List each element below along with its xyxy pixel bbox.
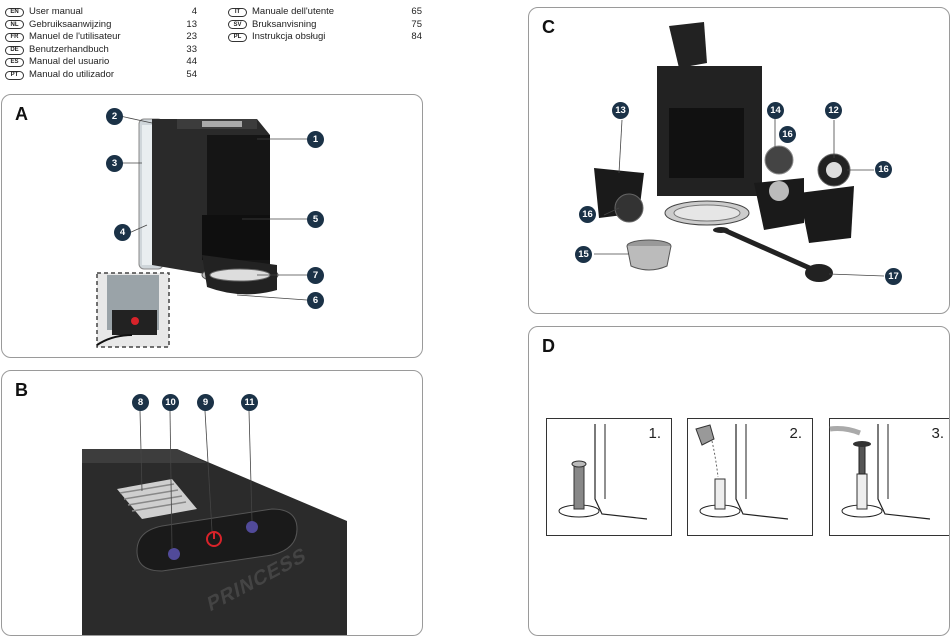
lang-row-pt: PT Manual do utilizador 54 — [5, 69, 197, 82]
step-3-illustration — [829, 424, 931, 520]
lang-page: 75 — [411, 18, 422, 30]
callout-9: 9 — [197, 394, 214, 411]
step-1-illustration — [558, 424, 648, 520]
lang-code-badge: ES — [5, 58, 24, 68]
callout-1: 1 — [307, 131, 324, 148]
step-number: 3. — [931, 425, 944, 442]
callout-17: 17 — [885, 268, 902, 285]
lang-name: Gebruiksaanwijzing — [29, 18, 112, 30]
panel-letter: B — [15, 380, 28, 400]
lang-name: Instrukcja obsługi — [252, 31, 326, 43]
language-list-right: IT Manuale dell'utente 65 SV Bruksanvisning… — [228, 6, 422, 44]
step-number: 1. — [648, 425, 661, 442]
step-3-frame: 3. — [829, 418, 949, 536]
panel-d: D 1. 2. 3. — [528, 326, 950, 636]
lang-code-badge: NL — [5, 20, 24, 30]
lang-code-badge: EN — [5, 7, 24, 17]
coffee-machine-illustration — [96, 115, 308, 348]
lang-code-badge: PL — [228, 32, 247, 42]
lang-name: Manual do utilizador — [29, 68, 115, 80]
control-panel-illustration — [82, 410, 347, 635]
callout-15: 15 — [575, 246, 592, 263]
callout-4: 4 — [114, 224, 131, 241]
panel-letter: D — [542, 336, 555, 356]
lang-row-en: EN User manual 4 — [5, 6, 197, 19]
lang-page: 65 — [411, 6, 422, 17]
callout-11: 11 — [241, 394, 258, 411]
callout-13: 13 — [612, 102, 629, 119]
callout-6: 6 — [307, 292, 324, 309]
callout-14: 14 — [767, 102, 784, 119]
lang-code-badge: IT — [228, 7, 247, 17]
lang-row-sv: SV Bruksanvisning 75 — [228, 19, 422, 32]
callout-16: 16 — [875, 161, 892, 178]
language-list-left: EN User manual 4 NL Gebruiksaanwijzing 13 FR… — [5, 6, 197, 82]
lang-page: 84 — [411, 31, 422, 43]
panel-letter: A — [15, 104, 28, 124]
callout-8: 8 — [132, 394, 149, 411]
lang-page: 13 — [186, 18, 197, 30]
lang-name: Manuel de l'utilisateur — [29, 31, 121, 43]
step-number: 2. — [789, 425, 802, 442]
callout-16: 16 — [779, 126, 796, 143]
callout-3: 3 — [106, 155, 123, 172]
lang-row-it: IT Manuale dell'utente 65 — [228, 6, 422, 19]
callout-5: 5 — [307, 211, 324, 228]
step-2-illustration — [695, 424, 789, 520]
lang-row-es: ES Manual del usuario 44 — [5, 56, 197, 69]
lang-code-badge: PT — [5, 70, 24, 80]
lang-page: 23 — [186, 31, 197, 43]
lang-page: 4 — [191, 6, 197, 17]
callout-16: 16 — [579, 206, 596, 223]
panel-c: C 13 14 16 12 16 16 — [528, 7, 950, 314]
step-1-frame: 1. — [546, 418, 672, 536]
lang-row-fr: FR Manuel de l'utilisateur 23 — [5, 31, 197, 44]
step-2-frame: 2. — [687, 418, 813, 536]
lang-name: User manual — [29, 6, 83, 17]
panel-letter: C — [542, 17, 555, 37]
lang-row-de: DE Benutzerhandbuch 33 — [5, 44, 197, 57]
lang-page: 44 — [186, 56, 197, 68]
callout-7: 7 — [307, 267, 324, 284]
lang-page: 33 — [186, 43, 197, 55]
panel-a: A 1 2 3 4 5 7 6 — [1, 94, 423, 358]
callout-2: 2 — [106, 108, 123, 125]
lang-page: 54 — [186, 68, 197, 80]
callout-12: 12 — [825, 102, 842, 119]
lang-name: Benutzerhandbuch — [29, 43, 109, 55]
callout-10: 10 — [162, 394, 179, 411]
lang-code-badge: DE — [5, 45, 24, 55]
lang-code-badge: FR — [5, 32, 24, 42]
lang-row-pl: PL Instrukcja obsługi 84 — [228, 31, 422, 44]
lang-row-nl: NL Gebruiksaanwijzing 13 — [5, 19, 197, 32]
lang-name: Manuale dell'utente — [252, 6, 335, 17]
panel-b: B PRINCESS 8 10 9 11 — [1, 370, 423, 636]
lang-name: Manual del usuario — [29, 56, 110, 68]
lang-code-badge: SV — [228, 20, 247, 30]
lang-name: Bruksanvisning — [252, 18, 317, 30]
accessories-illustration — [594, 22, 885, 282]
